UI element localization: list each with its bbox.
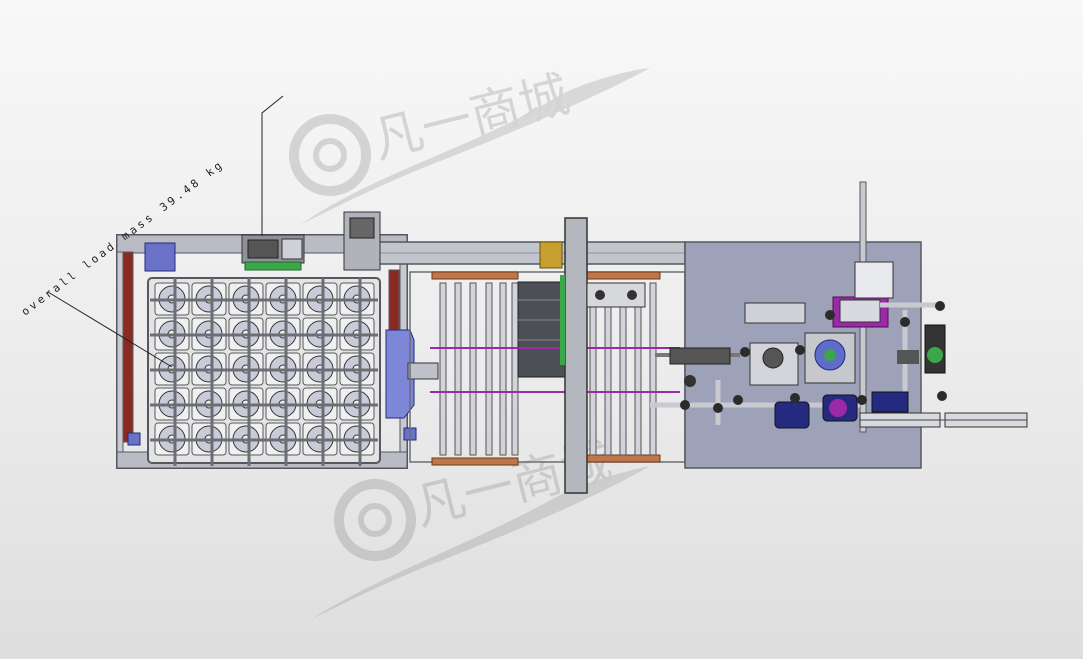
process-plate bbox=[650, 181, 1028, 469]
clamp-knob bbox=[713, 403, 723, 413]
guide-rod bbox=[649, 282, 657, 456]
clamp-knob bbox=[795, 345, 805, 355]
guide-rod bbox=[634, 282, 642, 456]
main-gantry-beam bbox=[343, 211, 686, 271]
guide-rod bbox=[485, 282, 493, 456]
guide-rod bbox=[589, 282, 597, 456]
disc-tray bbox=[147, 277, 381, 466]
transfer-cylinder bbox=[407, 362, 439, 380]
watermark-top: 凡一商城 bbox=[289, 65, 650, 225]
clamp-knob bbox=[825, 310, 835, 320]
clamp-knob bbox=[740, 347, 750, 357]
watermark-text: 凡一商城 bbox=[367, 65, 575, 170]
clamp-knob bbox=[857, 395, 867, 405]
guide-rod bbox=[604, 282, 612, 456]
top-carriage bbox=[241, 234, 305, 271]
stacker-section bbox=[409, 217, 686, 494]
clamp-knob bbox=[680, 400, 690, 410]
clamp-knob bbox=[935, 301, 945, 311]
guide-rod bbox=[619, 282, 627, 456]
guide-rod bbox=[511, 282, 519, 456]
guide-rod bbox=[454, 282, 462, 456]
clamp-knob bbox=[733, 395, 743, 405]
guide-rod bbox=[439, 282, 447, 456]
guide-rod bbox=[499, 282, 507, 456]
leader-line bbox=[47, 291, 173, 368]
leader-line bbox=[261, 95, 284, 236]
clamp-knob bbox=[900, 317, 910, 327]
guide-rod bbox=[469, 282, 477, 456]
clamp-knob bbox=[937, 391, 947, 401]
clamp-knob bbox=[790, 393, 800, 403]
